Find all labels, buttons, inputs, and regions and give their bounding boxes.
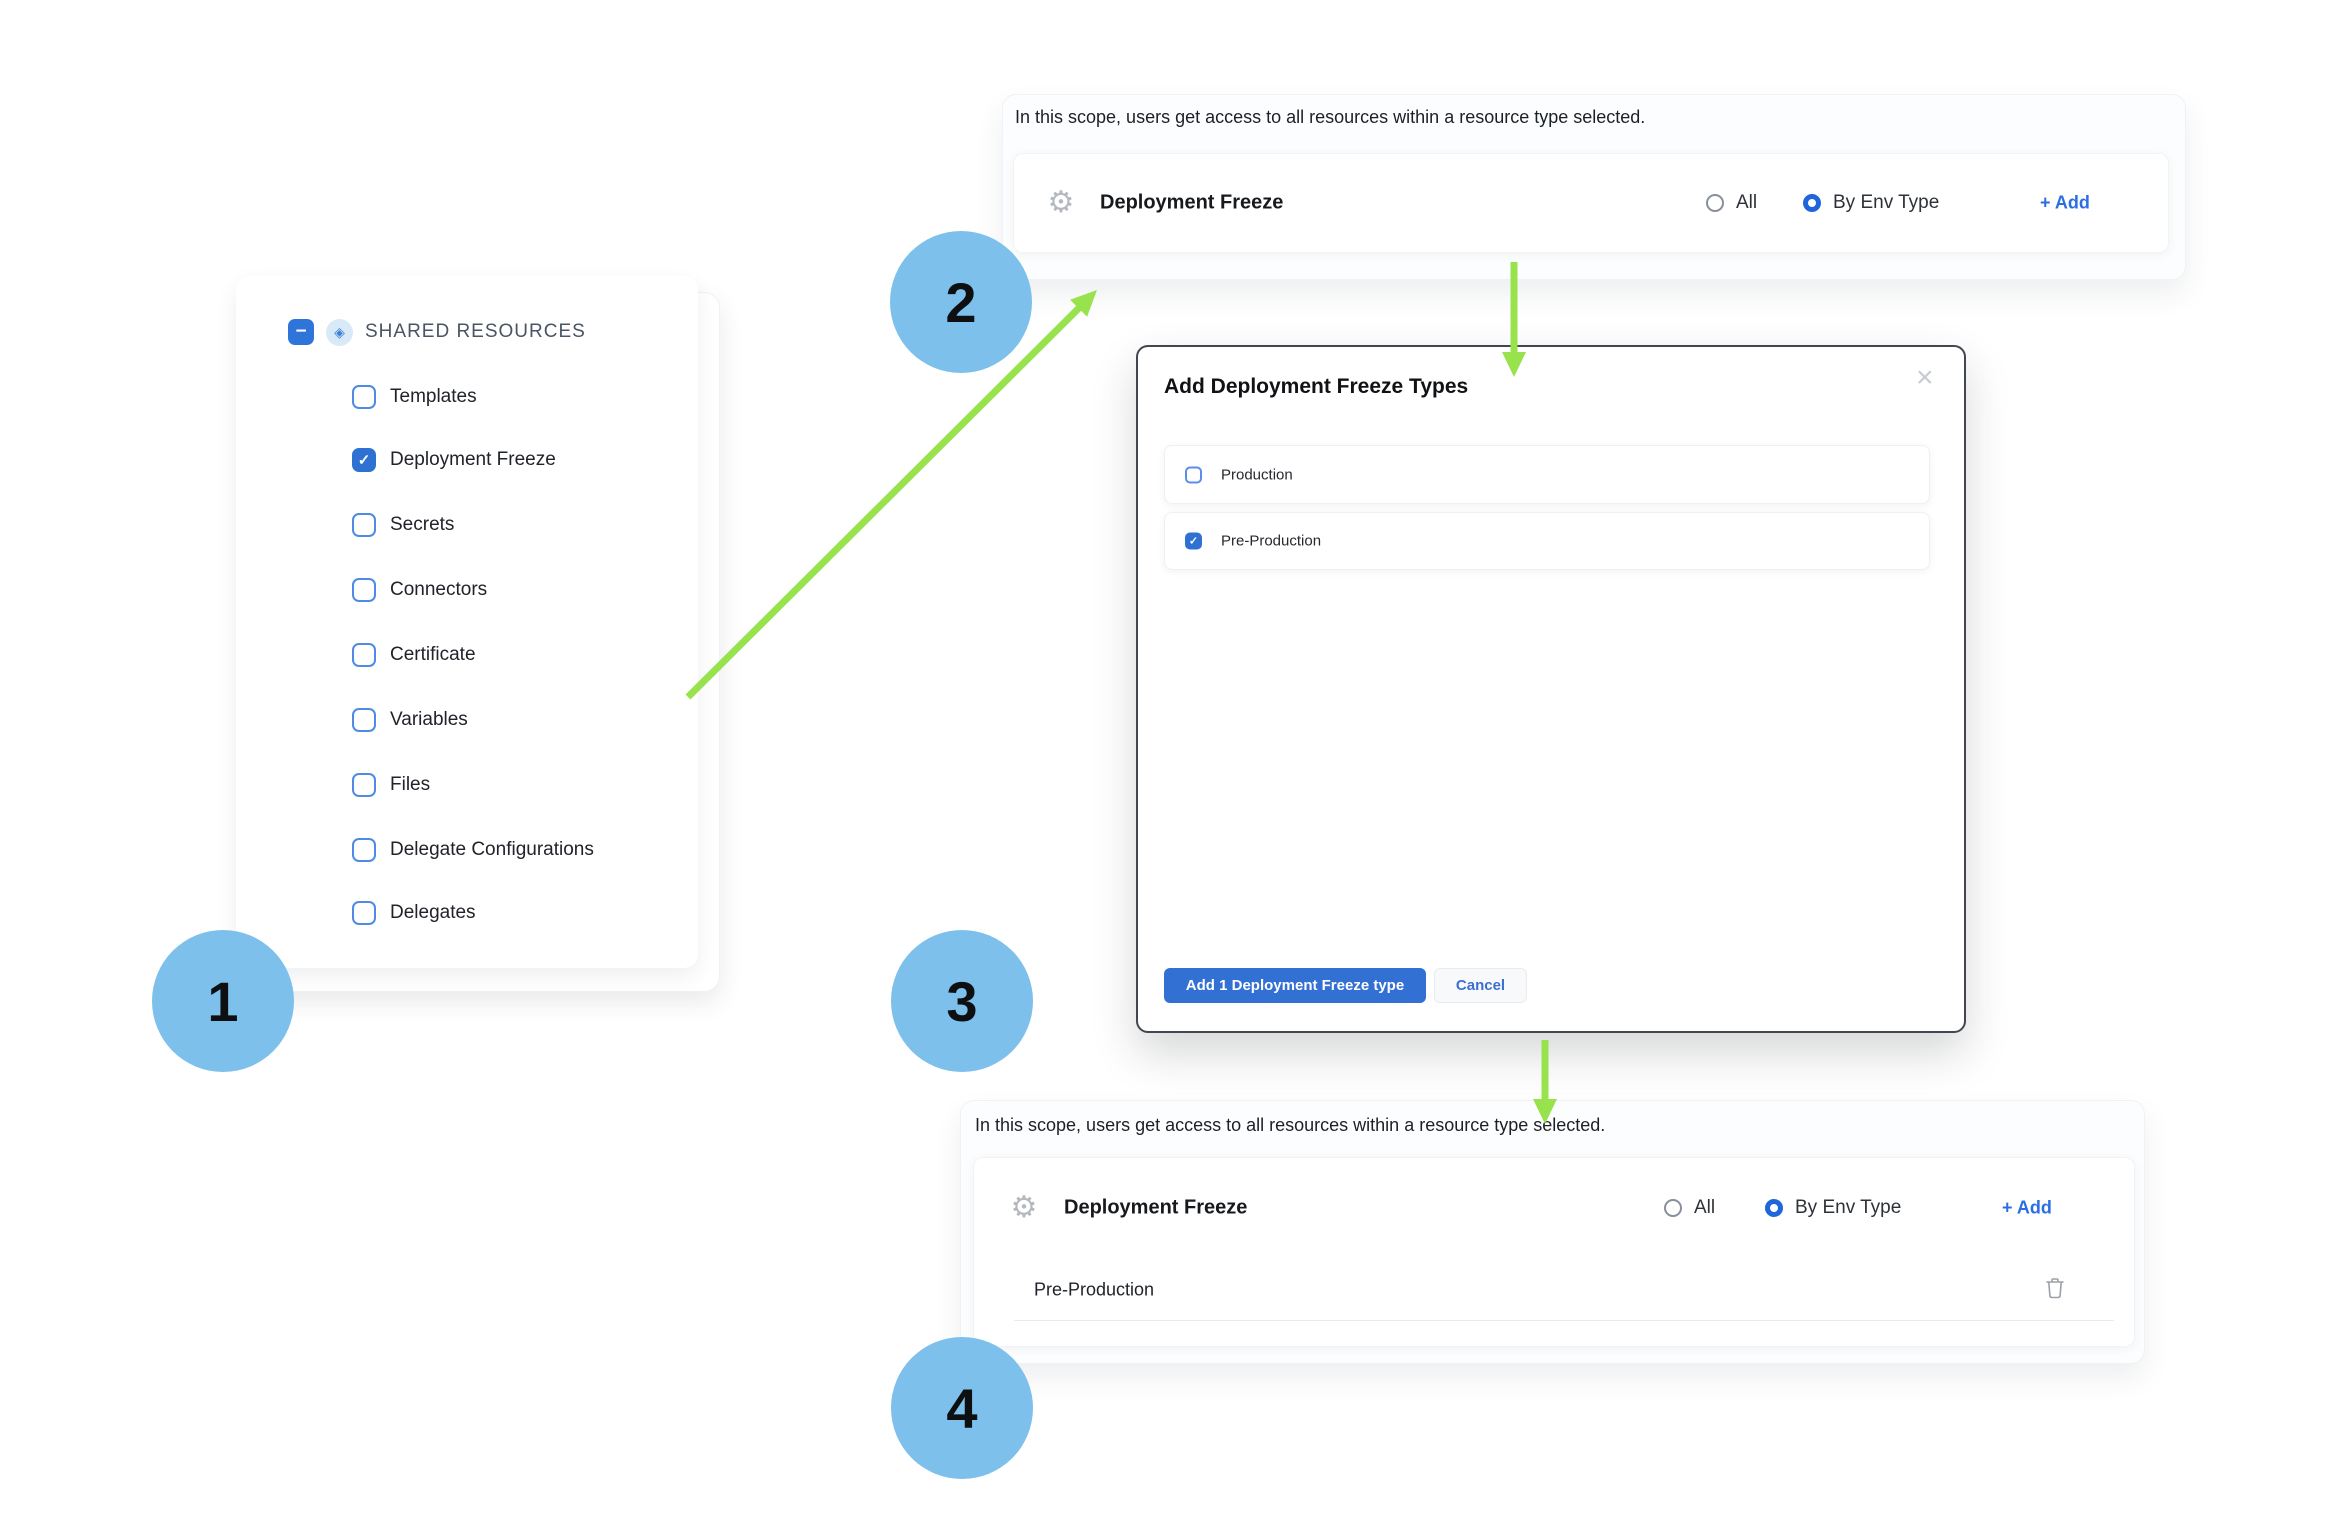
- deployment-freeze-row: ⚙ Deployment Freeze All By Env Type + Ad…: [1013, 153, 2169, 253]
- radio-by-env-type[interactable]: [1765, 1199, 1783, 1217]
- checkbox-connectors[interactable]: [352, 578, 376, 602]
- add-freeze-type-button[interactable]: Add 1 Deployment Freeze type: [1164, 968, 1426, 1003]
- gear-icon: ⚙: [1010, 1191, 1038, 1224]
- option-label: Pre-Production: [1221, 532, 1322, 550]
- cancel-button[interactable]: Cancel: [1434, 968, 1527, 1003]
- checkbox-deployment-freeze[interactable]: ✓: [352, 448, 376, 472]
- resource-label: Certificate: [390, 644, 476, 665]
- resource-label: Deployment Freeze: [390, 449, 556, 470]
- arrow-step1-to-step2: [685, 304, 1083, 700]
- check-icon: ✓: [1188, 535, 1199, 548]
- checkbox-templates[interactable]: [352, 385, 376, 409]
- resource-label: Secrets: [390, 514, 455, 535]
- add-link[interactable]: + Add: [2040, 192, 2090, 213]
- close-icon[interactable]: ×: [1916, 361, 1934, 394]
- checkbox-variables[interactable]: [352, 708, 376, 732]
- radio-by-env-type-label[interactable]: By Env Type: [1833, 192, 1940, 213]
- checkbox-delegate-configurations[interactable]: [352, 838, 376, 862]
- option-row-pre-production: ✓ Pre-Production: [1164, 512, 1930, 570]
- resource-label: Variables: [390, 709, 468, 730]
- trash-icon[interactable]: [2044, 1276, 2066, 1305]
- row-divider: [1014, 1320, 2114, 1321]
- resource-label: Connectors: [390, 579, 488, 600]
- radio-by-env-type[interactable]: [1803, 194, 1821, 212]
- scope-panel-top: In this scope, users get access to all r…: [1002, 94, 2186, 280]
- modal-title: Add Deployment Freeze Types: [1164, 375, 1469, 398]
- checkbox-delegates[interactable]: [352, 901, 376, 925]
- radio-all-label[interactable]: All: [1736, 192, 1758, 213]
- checkbox-certificate[interactable]: [352, 643, 376, 667]
- resource-label: Delegate Configurations: [390, 839, 594, 860]
- checkbox-pre-production[interactable]: ✓: [1185, 532, 1202, 550]
- check-icon: ✓: [357, 452, 371, 469]
- step-badge-1: 1: [152, 930, 294, 1072]
- minus-icon: −: [295, 321, 307, 342]
- step-badge-4: 4: [891, 1337, 1033, 1479]
- option-row-production: Production: [1164, 445, 1930, 504]
- resource-type-label: Deployment Freeze: [1064, 1196, 1248, 1219]
- radio-by-env-type-label[interactable]: By Env Type: [1795, 1197, 1902, 1218]
- checkbox-files[interactable]: [352, 773, 376, 797]
- resource-label: Templates: [390, 386, 477, 407]
- shared-resources-header: SHARED RESOURCES: [365, 321, 586, 342]
- scope-description: In this scope, users get access to all r…: [975, 1115, 1606, 1135]
- radio-all[interactable]: [1706, 194, 1724, 212]
- checkbox-production[interactable]: [1185, 466, 1202, 483]
- add-link[interactable]: + Add: [2002, 1197, 2052, 1218]
- scope-description: In this scope, users get access to all r…: [1015, 107, 1646, 127]
- arrowhead-step1-to-step2: [1070, 290, 1097, 317]
- radio-all[interactable]: [1664, 1199, 1682, 1217]
- option-label: Production: [1221, 466, 1293, 483]
- resource-type-label: Deployment Freeze: [1100, 191, 1284, 214]
- checkbox-secrets[interactable]: [352, 513, 376, 537]
- gear-icon: ⚙: [1047, 186, 1075, 219]
- resource-label: Files: [390, 774, 431, 795]
- scope-panel-bottom: In this scope, users get access to all r…: [960, 1100, 2145, 1364]
- diamond-icon: ◈: [334, 324, 345, 340]
- resource-label: Delegates: [390, 902, 476, 923]
- radio-all-label[interactable]: All: [1694, 1197, 1716, 1218]
- collapse-button[interactable]: −: [288, 319, 314, 345]
- step-badge-2: 2: [890, 231, 1032, 373]
- selected-env-type-label: Pre-Production: [1034, 1279, 1155, 1300]
- deployment-freeze-row: ⚙ Deployment Freeze All By Env Type + Ad…: [973, 1157, 2135, 1347]
- shared-resources-card: − ◈ SHARED RESOURCES Templates ✓ Deploym…: [236, 276, 698, 968]
- add-deployment-freeze-types-modal: Add Deployment Freeze Types × Production…: [1136, 345, 1966, 1033]
- step-badge-3: 3: [891, 930, 1033, 1072]
- shared-resources-icon: ◈: [326, 319, 353, 346]
